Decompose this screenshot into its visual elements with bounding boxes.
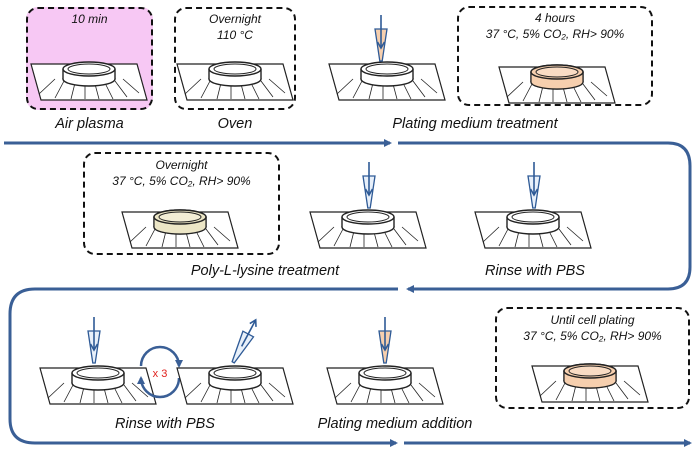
flow-arrow-row2-left xyxy=(8,287,398,447)
dish-plating-treatment xyxy=(328,14,446,101)
dish-polylysine-incubation xyxy=(121,209,239,249)
until-plating-box xyxy=(495,307,690,409)
polylysine-incubation-time: Overnight xyxy=(155,158,208,172)
polylysine-treatment-label: Poly-L-lysine treatment xyxy=(190,263,340,279)
oven-box xyxy=(174,7,296,110)
incubation-4h-box xyxy=(457,6,653,106)
flow-arrows xyxy=(4,139,692,447)
dish-polylysine-treatment xyxy=(309,161,427,249)
oven-time: Overnight xyxy=(208,12,262,26)
incubation-4h-time: 4 hours xyxy=(534,11,576,25)
dish-rinse-row3-out xyxy=(176,318,294,405)
air-plasma-label: Air plasma xyxy=(55,116,124,132)
oven-temperature: 110 °C xyxy=(217,28,253,42)
pipette-icon xyxy=(362,161,376,209)
dish-rinse-row2 xyxy=(474,161,592,249)
dish-incubation-4h xyxy=(498,64,616,104)
repeat-indicator: x 3 xyxy=(137,345,183,399)
until-plating-time: Until cell plating xyxy=(550,313,635,327)
dish-until-plating xyxy=(531,363,649,403)
pipette-icon xyxy=(87,316,101,364)
dish-plating-addition xyxy=(326,316,444,405)
polylysine-incubation-conditions: 37 °C, 5% CO₂, RH> 90% xyxy=(112,174,251,188)
until-plating-conditions: 37 °C, 5% CO₂, RH> 90% xyxy=(523,329,662,343)
incubation-4h-conditions: 37 °C, 5% CO₂, RH> 90% xyxy=(485,27,625,41)
rinse-row3-label: Rinse with PBS xyxy=(115,416,215,432)
pipette-icon xyxy=(231,318,257,364)
pipette-icon xyxy=(378,316,392,364)
oven-label: Oven xyxy=(217,116,253,132)
rinse-row2-label: Rinse with PBS xyxy=(485,263,585,279)
air-plasma-time: 10 min xyxy=(71,12,108,26)
plating-addition-label: Plating medium addition xyxy=(317,416,473,432)
dish-oven xyxy=(176,61,294,101)
pipette-icon xyxy=(374,14,388,62)
dish-rinse-row3-in xyxy=(39,316,157,405)
pipette-icon xyxy=(527,161,541,209)
polylysine-incubation-box xyxy=(83,152,280,255)
repeat-count: x 3 xyxy=(153,368,168,380)
plating-treatment-label: Plating medium treatment xyxy=(392,116,558,132)
dish-air-plasma xyxy=(30,61,148,101)
flow-arrow-row1-right xyxy=(398,141,692,293)
